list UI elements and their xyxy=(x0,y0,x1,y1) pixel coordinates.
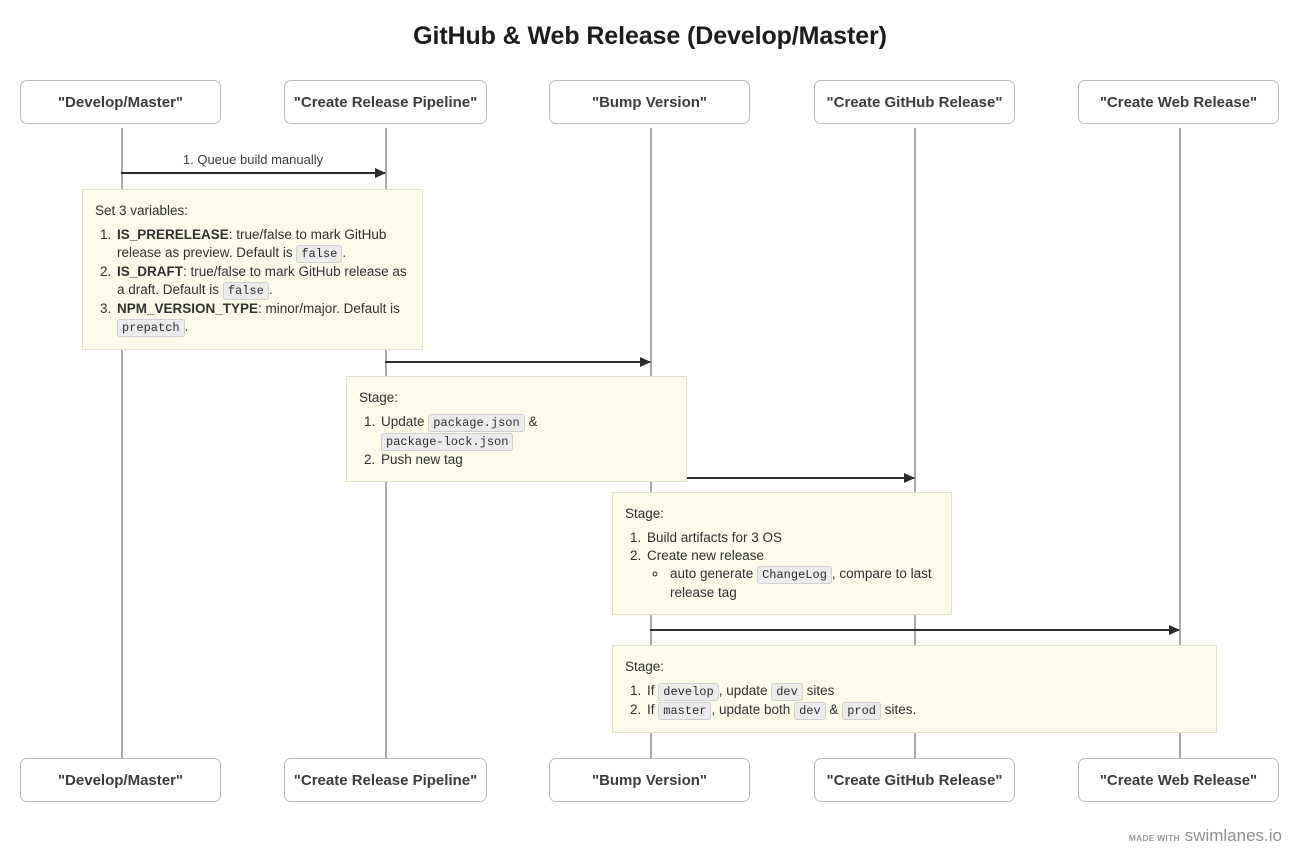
participant-label: "Create Web Release" xyxy=(1099,93,1258,111)
substep-text: auto generate xyxy=(670,566,758,581)
participant-label: "Create Release Pipeline" xyxy=(293,771,478,789)
note-set-variables: Set 3 variables: IS_PRERELEASE: true/fal… xyxy=(82,189,423,350)
participant-label: "Create Release Pipeline" xyxy=(293,93,478,111)
note-list-item: IS_PRERELEASE: true/false to mark GitHub… xyxy=(115,226,408,263)
message-arrow-bump-to-github xyxy=(650,473,915,483)
step-text: Create new release xyxy=(647,548,765,563)
participant-label: "Create Web Release" xyxy=(1099,771,1258,789)
watermark[interactable]: Made with swimlanes.io xyxy=(1129,826,1282,846)
note-heading: Stage: xyxy=(625,659,665,674)
message-arrow-queue-build xyxy=(121,168,386,178)
page-title: GitHub & Web Release (Develop/Master) xyxy=(413,22,887,50)
lifeline-create-github-release xyxy=(914,128,916,758)
substep-text-tail: , compare to last release tag xyxy=(670,566,932,600)
message-arrow-pipeline-to-bump xyxy=(385,357,651,367)
note-list-item: Build artifacts for 3 OS xyxy=(645,529,937,547)
note-sub-list-item: auto generate ChangeLog, compare to last… xyxy=(668,565,937,602)
step-text-tail: sites. xyxy=(881,702,917,717)
variable-text-tail: . xyxy=(342,245,347,260)
variable-text: : true/false to mark GitHub release as a… xyxy=(117,264,407,297)
participant-label: "Create GitHub Release" xyxy=(826,771,1003,789)
participant-bottom-develop-master[interactable]: "Develop/Master" xyxy=(20,758,221,802)
variable-text-tail: . xyxy=(184,319,189,334)
variable-name: NPM_VERSION_TYPE xyxy=(117,301,259,316)
variable-name: IS_PRERELEASE xyxy=(117,227,229,242)
participant-bottom-bump-version[interactable]: "Bump Version" xyxy=(549,758,750,802)
note-list-item: Update package.json & package-lock.json xyxy=(379,413,672,451)
step-text-mid: , update both xyxy=(711,702,795,717)
participant-top-create-web-release[interactable]: "Create Web Release" xyxy=(1078,80,1279,124)
note-list-item: If master, update both dev & prod sites. xyxy=(645,701,1202,720)
watermark-brand-label: swimlanes.io xyxy=(1184,826,1282,845)
participant-bottom-create-github-release[interactable]: "Create GitHub Release" xyxy=(814,758,1015,802)
code-chip: false xyxy=(222,282,269,300)
participant-label: "Bump Version" xyxy=(591,771,708,789)
participant-top-bump-version[interactable]: "Bump Version" xyxy=(549,80,750,124)
code-chip: master xyxy=(658,702,712,720)
participant-label: "Bump Version" xyxy=(591,93,708,111)
step-text-amp: & xyxy=(825,702,843,717)
variable-text: : minor/major. Default is xyxy=(258,301,400,316)
note-list: IS_PRERELEASE: true/false to mark GitHub… xyxy=(95,226,408,337)
code-chip: develop xyxy=(658,683,719,701)
code-chip: package-lock.json xyxy=(381,433,514,451)
note-web-release-stage: Stage: If develop, update dev sites If m… xyxy=(612,645,1217,733)
variable-text-tail: . xyxy=(268,282,273,297)
step-text: Update xyxy=(381,414,429,429)
note-list-item: IS_DRAFT: true/false to mark GitHub rele… xyxy=(115,263,408,300)
participant-top-create-github-release[interactable]: "Create GitHub Release" xyxy=(814,80,1015,124)
lifeline-create-web-release xyxy=(1179,128,1181,758)
note-bump-version-stage: Stage: Update package.json & package-loc… xyxy=(346,376,687,482)
note-list-item: If develop, update dev sites xyxy=(645,682,1202,701)
variable-name: IS_DRAFT xyxy=(117,264,184,279)
variable-text: : true/false to mark GitHub release as p… xyxy=(117,227,387,260)
code-chip: dev xyxy=(794,702,826,720)
message-arrow-bump-to-web xyxy=(650,625,1180,635)
message-label-queue-build: 1. Queue build manually xyxy=(182,152,324,167)
code-chip: false xyxy=(296,245,343,263)
note-heading: Stage: xyxy=(625,506,665,521)
note-sub-list: auto generate ChangeLog, compare to last… xyxy=(647,565,937,602)
note-list: If develop, update dev sites If master, … xyxy=(625,682,1202,720)
participant-bottom-create-web-release[interactable]: "Create Web Release" xyxy=(1078,758,1279,802)
code-chip: dev xyxy=(771,683,803,701)
code-chip: prod xyxy=(842,702,881,720)
lifeline-develop-master xyxy=(121,128,123,758)
watermark-made-with-label: Made with xyxy=(1128,833,1180,843)
note-list-item: NPM_VERSION_TYPE: minor/major. Default i… xyxy=(115,300,408,337)
note-list: Build artifacts for 3 OS Create new rele… xyxy=(625,529,937,602)
note-list-item: Push new tag xyxy=(379,451,672,469)
note-heading: Stage: xyxy=(359,390,399,405)
note-list: Update package.json & package-lock.json … xyxy=(359,413,672,469)
note-list-item: Create new release auto generate ChangeL… xyxy=(645,547,937,602)
code-chip: ChangeLog xyxy=(757,566,832,584)
step-text-mid: , update xyxy=(718,683,772,698)
participant-top-develop-master[interactable]: "Develop/Master" xyxy=(20,80,221,124)
participant-top-create-release-pipeline[interactable]: "Create Release Pipeline" xyxy=(284,80,487,124)
step-text: If xyxy=(647,683,659,698)
participant-bottom-create-release-pipeline[interactable]: "Create Release Pipeline" xyxy=(284,758,487,802)
participant-label: "Create GitHub Release" xyxy=(826,93,1003,111)
step-text-mid: & xyxy=(524,414,538,429)
note-heading: Set 3 variables: xyxy=(95,203,189,218)
step-text: If xyxy=(647,702,659,717)
step-text-tail: sites xyxy=(802,683,835,698)
participant-label: "Develop/Master" xyxy=(57,93,184,111)
participant-label: "Develop/Master" xyxy=(57,771,184,789)
code-chip: prepatch xyxy=(117,319,185,337)
note-github-release-stage: Stage: Build artifacts for 3 OS Create n… xyxy=(612,492,952,615)
code-chip: package.json xyxy=(428,414,525,432)
